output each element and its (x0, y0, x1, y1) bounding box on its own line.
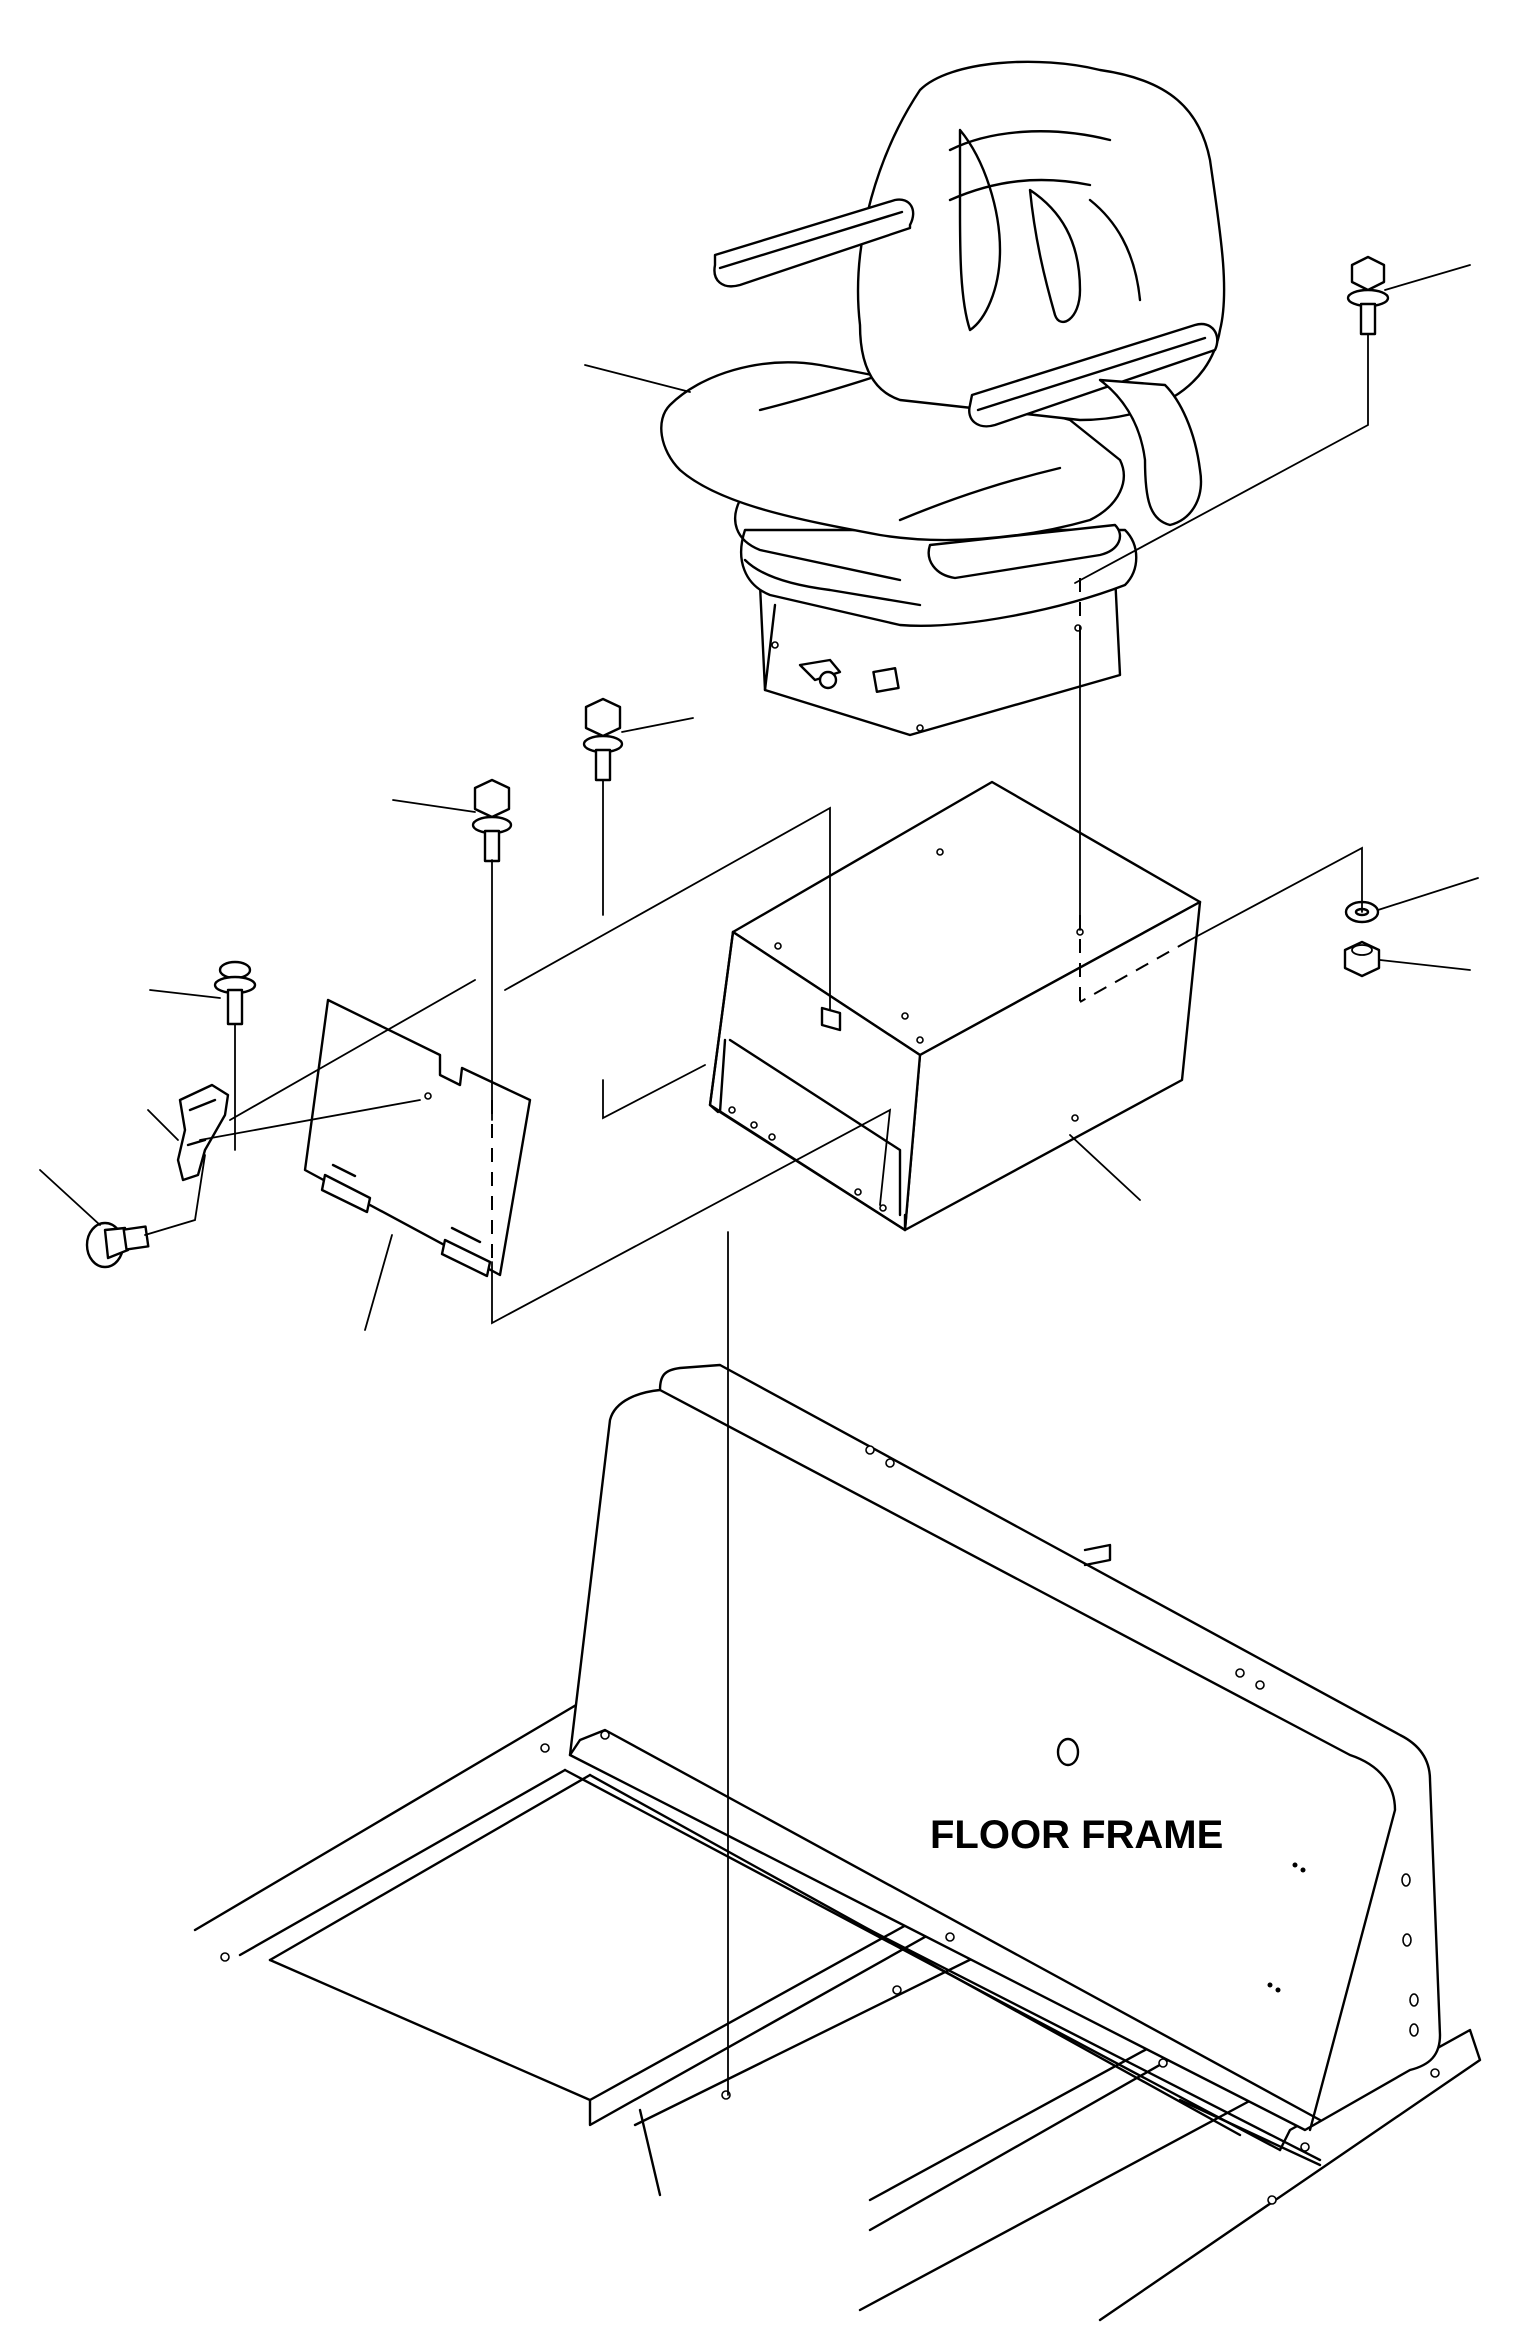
bolt-mid (582, 697, 624, 782)
latch-assembly (176, 1083, 230, 1182)
floor-frame-label: FLOOR FRAME (930, 1813, 1223, 1857)
box-cover-panel (303, 998, 532, 1278)
assembly-lines (144, 333, 1369, 2096)
nut (1343, 940, 1381, 978)
storage-box (708, 780, 1202, 1232)
bolt-latch (213, 960, 257, 1026)
callout-leaders (39, 264, 1479, 1331)
operator-seat (660, 60, 1226, 737)
bolt-upper-right (1346, 255, 1390, 336)
bolt-left (471, 778, 513, 863)
floor-frame (193, 1363, 1482, 2322)
knob-screw (85, 1221, 150, 1269)
